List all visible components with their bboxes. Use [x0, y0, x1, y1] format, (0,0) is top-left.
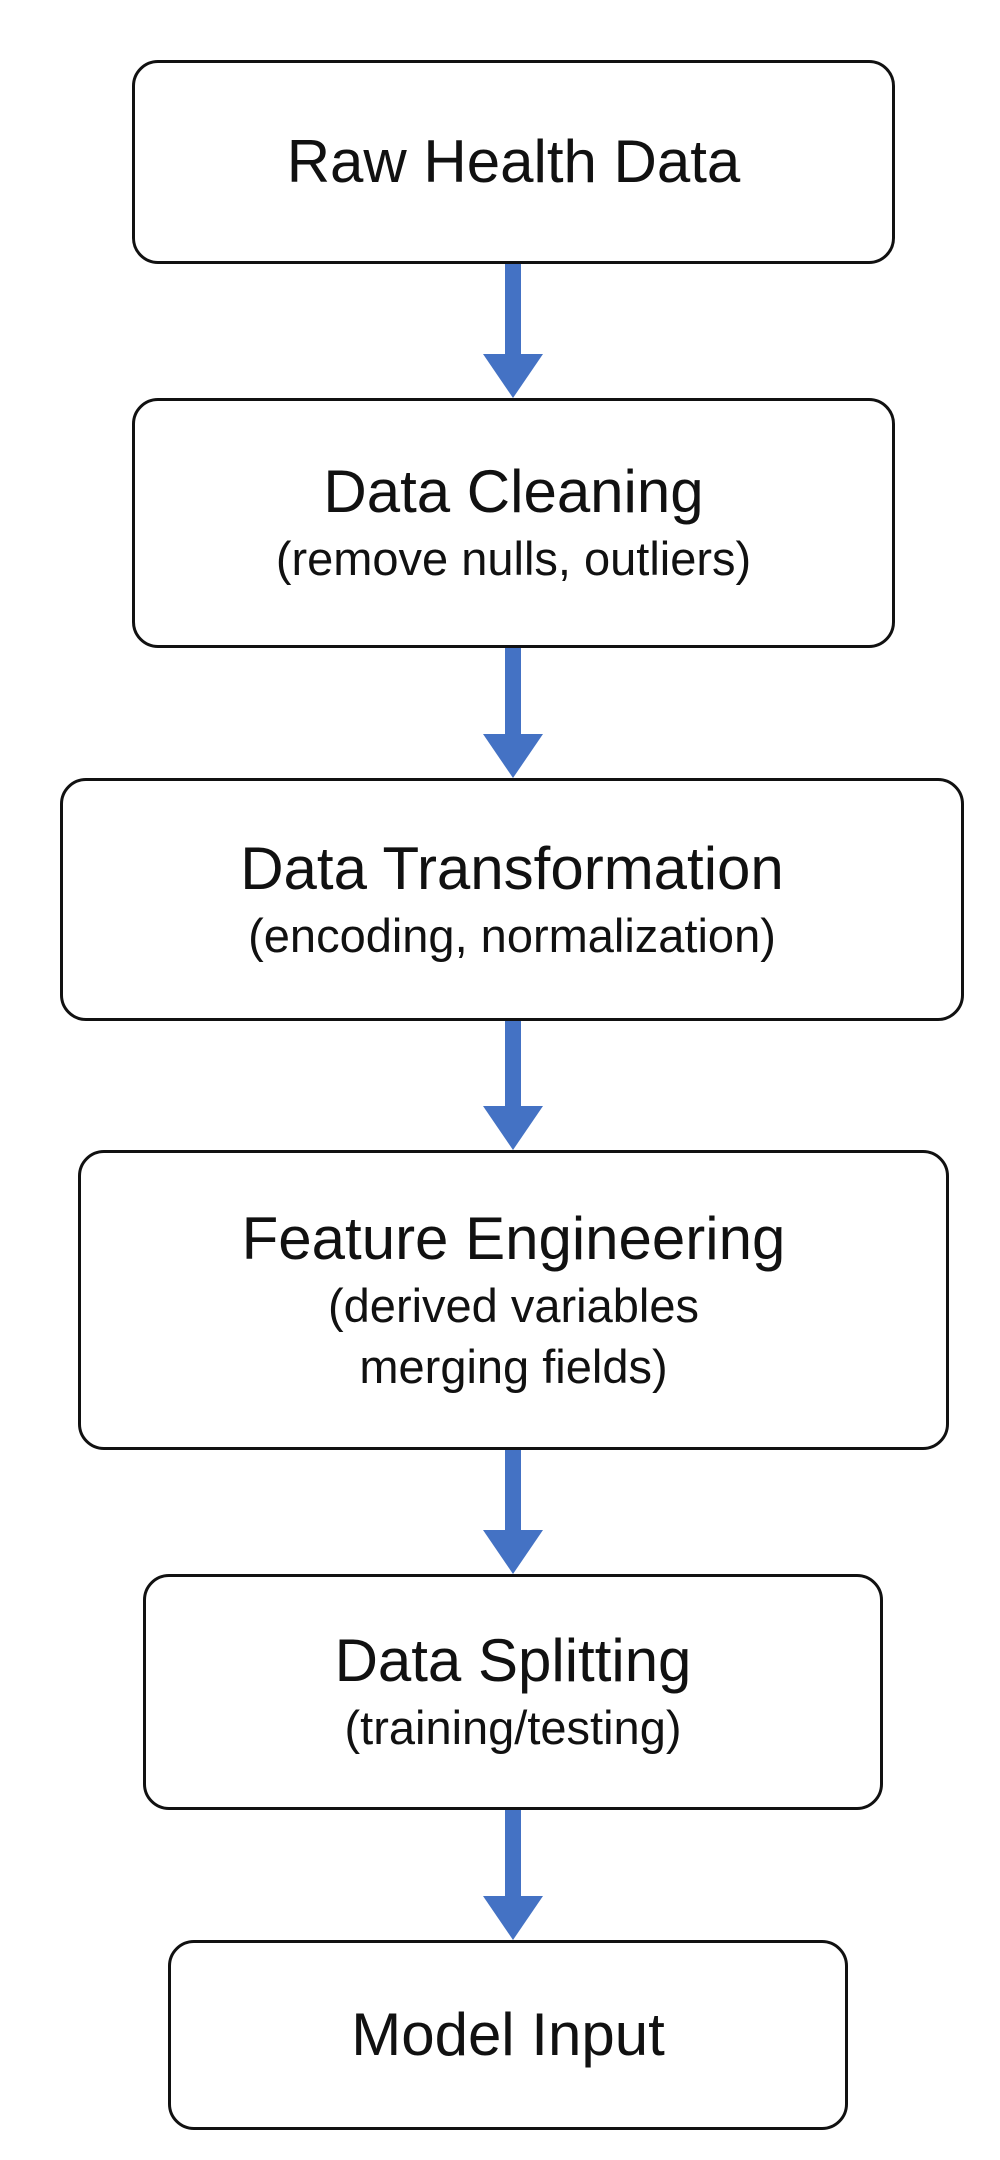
step-title: Data Splitting [334, 1627, 692, 1695]
step-description: (training/testing) [344, 1701, 682, 1755]
step-data-splitting: Data Splitting (training/testing) [143, 1574, 883, 1810]
step-data-cleaning: Data Cleaning (remove nulls, outliers) [132, 398, 895, 648]
step-title: Data Transformation [240, 834, 784, 902]
step-title: Model Input [351, 2001, 665, 2068]
step-description: (remove nulls, outliers) [275, 532, 752, 586]
arrow-down-icon [483, 648, 543, 778]
step-model-input: Model Input [168, 1940, 848, 2130]
step-description: (encoding, normalization) [248, 908, 776, 962]
step-feature-engineering: Feature Engineering (derived variables m… [78, 1150, 949, 1450]
arrow-down-icon [483, 1450, 543, 1574]
step-data-transformation: Data Transformation (encoding, normaliza… [60, 778, 964, 1021]
step-title: Raw Health Data [286, 128, 741, 195]
step-description: (derived variables [328, 1278, 699, 1332]
step-description: merging fields) [359, 1340, 668, 1393]
step-raw-health-data: Raw Health Data [132, 60, 895, 264]
arrow-down-icon [483, 1021, 543, 1150]
step-title: Data Cleaning [323, 458, 704, 526]
arrow-down-icon [483, 264, 543, 398]
arrow-down-icon [483, 1810, 543, 1940]
step-title: Feature Engineering [241, 1204, 786, 1272]
